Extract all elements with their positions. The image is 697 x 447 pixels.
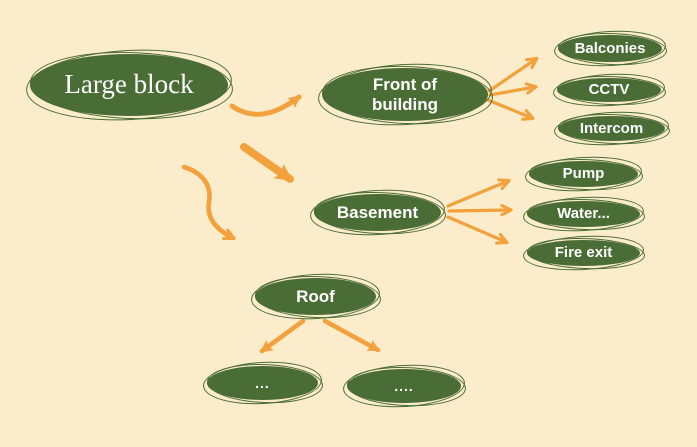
arrow-large-to-basement <box>240 143 294 183</box>
node-intercom-label: Intercom <box>579 119 644 137</box>
node-water-label: Water... <box>557 205 610 223</box>
node-water[interactable]: Water... <box>527 201 640 227</box>
node-roof-child-1[interactable]: ... <box>207 366 318 400</box>
node-pump-label: Pump <box>562 165 605 183</box>
arrow-front-to-cctv <box>488 82 538 97</box>
arrow-roof-to-child1 <box>259 318 306 354</box>
arrow-front-to-balconies <box>487 56 539 93</box>
node-roof-child-2[interactable]: .... <box>347 369 461 403</box>
arrow-large-to-front <box>229 94 302 117</box>
node-roof-label: Roof <box>296 286 335 306</box>
node-basement-label: Basement <box>336 202 419 222</box>
node-front-of-building-label: Front of building <box>371 74 439 114</box>
node-basement[interactable]: Basement <box>314 194 441 231</box>
node-roof-child-2-label: .... <box>394 377 414 394</box>
node-roof-child-1-label: ... <box>255 374 270 391</box>
arrow-basement-to-water <box>447 203 513 217</box>
node-cctv[interactable]: CCTV <box>557 78 661 102</box>
arrow-basement-to-fireexit <box>446 215 509 245</box>
node-roof[interactable]: Roof <box>255 278 376 315</box>
node-pump[interactable]: Pump <box>529 161 638 187</box>
node-large-block[interactable]: Large block <box>30 54 228 116</box>
node-cctv-label: CCTV <box>588 81 630 99</box>
arrow-front-to-intercom <box>486 98 535 121</box>
node-fire-exit-label: Fire exit <box>554 244 613 262</box>
node-front-of-building[interactable]: Front of building <box>322 68 488 121</box>
arrow-basement-to-pump <box>446 178 511 208</box>
arrow-large-to-roof <box>181 164 236 241</box>
node-large-block-label: Large block <box>64 69 194 100</box>
arrow-roof-to-child2 <box>322 318 381 353</box>
node-balconies-label: Balconies <box>574 39 646 57</box>
node-balconies[interactable]: Balconies <box>558 35 662 62</box>
node-fire-exit[interactable]: Fire exit <box>527 240 640 266</box>
node-intercom[interactable]: Intercom <box>558 116 665 141</box>
